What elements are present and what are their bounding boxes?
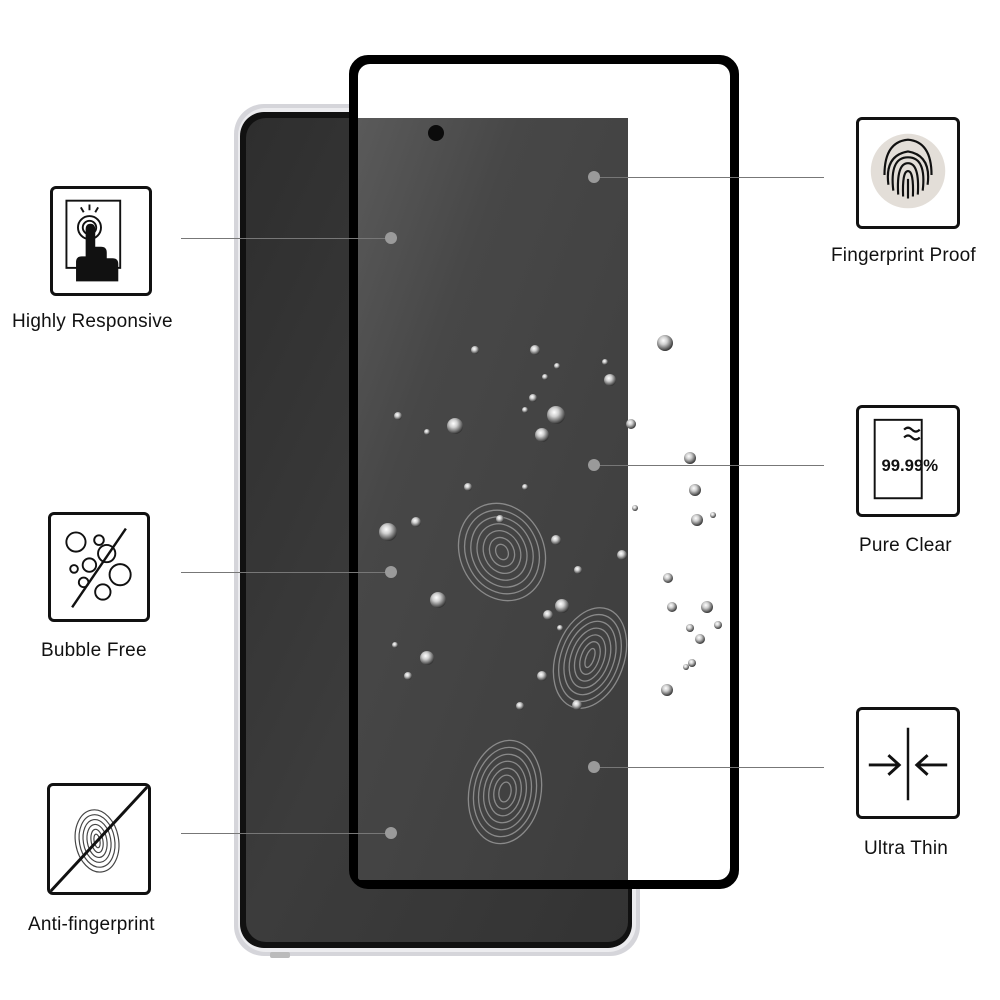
screen-protector (349, 55, 739, 889)
crossed-fingerprint-icon (47, 783, 151, 895)
feature-label-pure-clear: Pure Clear (859, 535, 952, 556)
callout-line-bubble-free (181, 572, 391, 573)
callout-line-fingerprint-proof (594, 177, 824, 178)
feature-label-anti-fingerprint: Anti-fingerprint (28, 914, 155, 935)
fingerprints (457, 502, 628, 845)
callout-line-highly-responsive (181, 238, 391, 239)
feature-label-highly-responsive: Highly Responsive (12, 311, 173, 332)
camera-hole (428, 125, 444, 141)
callout-line-pure-clear (594, 465, 824, 466)
thin-arrows-icon (856, 707, 960, 819)
callout-line-anti-fingerprint (181, 833, 391, 834)
callout-dot-anti-fingerprint (385, 827, 397, 839)
callout-dot-pure-clear (588, 459, 600, 471)
callout-dot-ultra-thin (588, 761, 600, 773)
fingerprint-icon (856, 117, 960, 229)
callout-line-ultra-thin (594, 767, 824, 768)
transparency-percent: 99.99% (882, 456, 939, 475)
callout-dot-bubble-free (385, 566, 397, 578)
feature-label-ultra-thin: Ultra Thin (864, 838, 949, 859)
feature-label-fingerprint-proof: Fingerprint Proof (831, 245, 976, 266)
feature-label-bubble-free: Bubble Free (41, 640, 147, 661)
callout-dot-highly-responsive (385, 232, 397, 244)
bubbles-icon (48, 512, 150, 622)
touch-hand-icon (50, 186, 152, 296)
transparency-icon: 99.99% (856, 405, 960, 517)
callout-dot-fingerprint-proof (588, 171, 600, 183)
water-droplets (379, 335, 722, 710)
